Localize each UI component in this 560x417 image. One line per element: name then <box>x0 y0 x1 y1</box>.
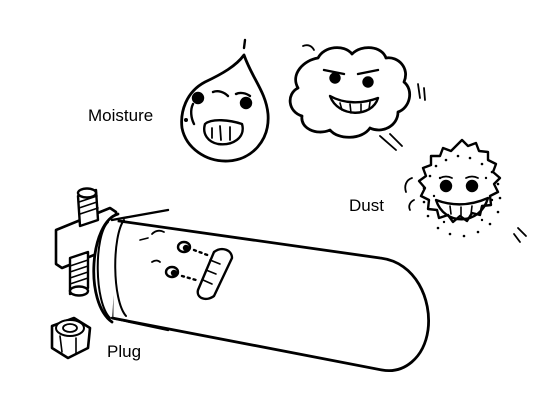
dust-character <box>404 138 527 243</box>
moisture-droplet-character <box>180 38 270 163</box>
cloud-character <box>288 44 426 151</box>
moisture-label: Moisture <box>88 106 154 125</box>
plug-part <box>50 316 92 360</box>
dust-label: Dust <box>349 196 384 215</box>
receiver-dryer-cylinder <box>54 187 430 372</box>
plug-label: Plug <box>107 342 142 361</box>
